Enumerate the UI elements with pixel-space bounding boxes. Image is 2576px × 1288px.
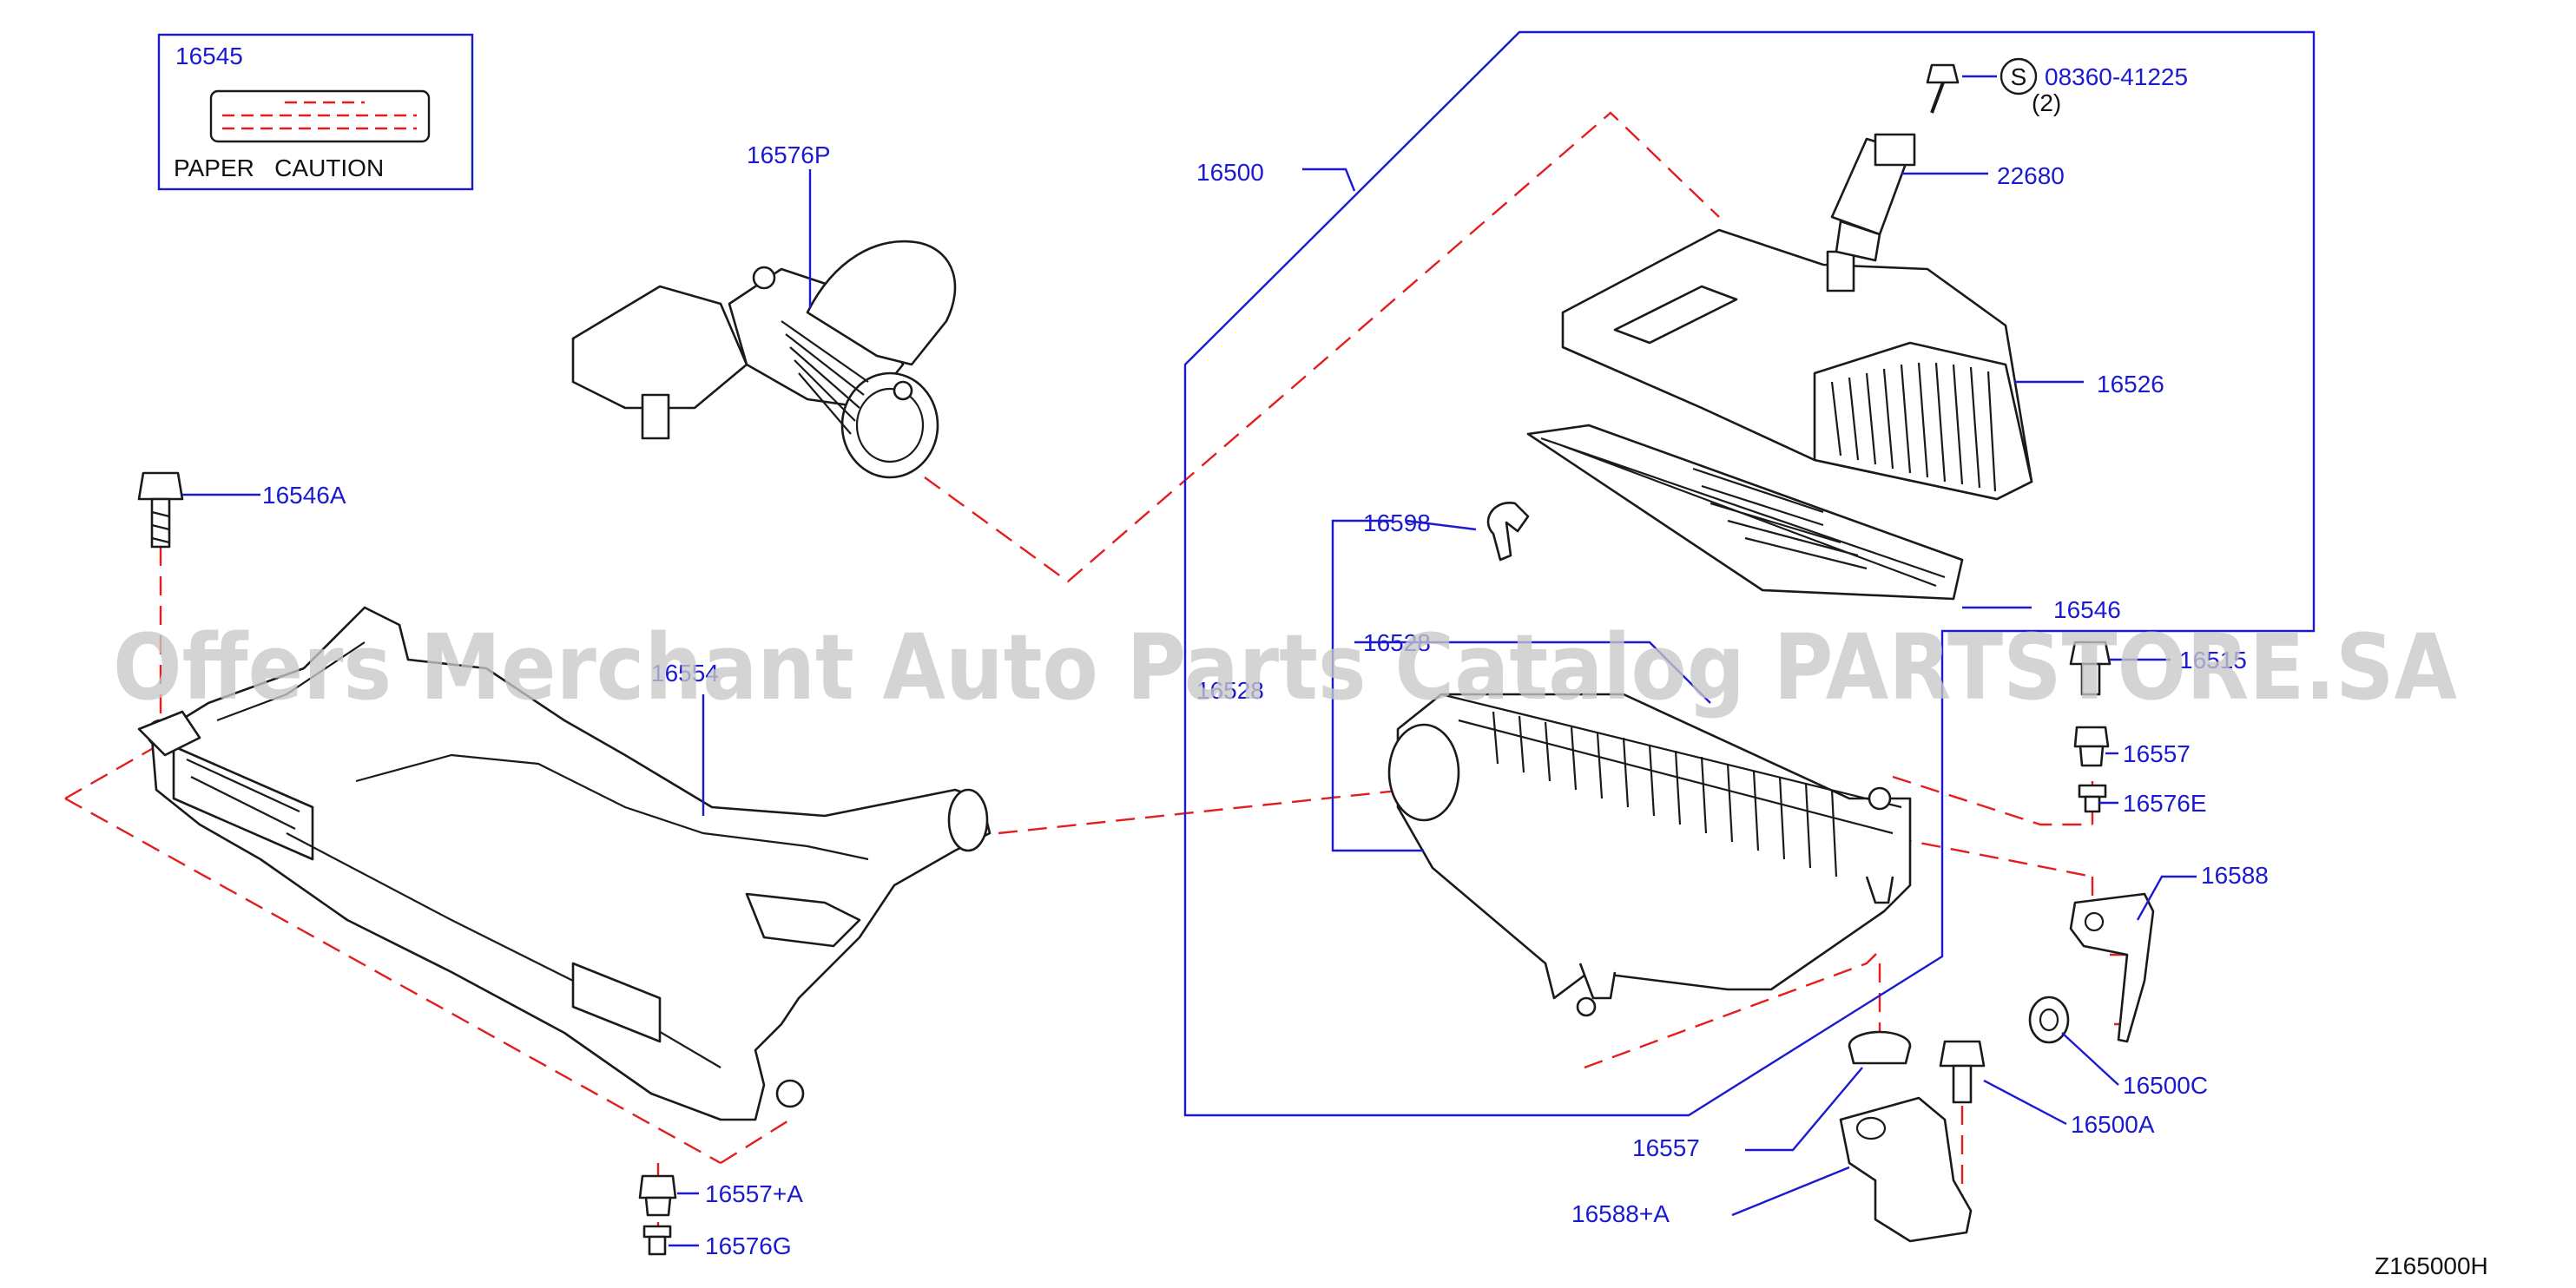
assembly-16500-frame: [1183, 30, 2316, 1117]
label-22680: 22680: [1997, 162, 2065, 189]
paper-caution-legend: 16545 PAPER CAUTION: [157, 33, 474, 191]
bolt-16546A: [137, 471, 184, 549]
grommet-16557A: [638, 1174, 677, 1217]
label-16500C: 16500C: [2123, 1072, 2208, 1099]
label-16588A: 16588+A: [1571, 1200, 1670, 1227]
bracket-16588: [2069, 892, 2155, 1043]
watermark: Offers Merchant Auto Parts Catalog PARTS…: [113, 614, 2457, 720]
label-08360-qty: (2): [2032, 89, 2061, 116]
part-labels: 16576P 16500 08360-41225 (2) 22680 16526…: [262, 63, 2488, 1279]
grommet-16557-right: [2073, 726, 2110, 767]
assembly-dashed-lines: [64, 111, 2129, 1232]
label-16546A: 16546A: [262, 482, 346, 509]
label-16545: 16545: [175, 43, 243, 69]
label-16588: 16588: [2201, 862, 2269, 889]
label-16526: 16526: [2097, 371, 2164, 398]
collar-16576G: [642, 1225, 672, 1256]
s-standard-part-symbol: S: [2000, 57, 2038, 95]
label-16598: 16598: [1363, 509, 1431, 536]
filter-element-16546: [1526, 424, 1964, 601]
label-16576G: 16576G: [705, 1232, 792, 1259]
label-16576P: 16576P: [747, 141, 831, 168]
bolt-16500A: [1939, 1040, 1986, 1104]
label-16557A: 16557+A: [705, 1180, 803, 1207]
label-16500A: 16500A: [2071, 1111, 2155, 1138]
label-16500: 16500: [1196, 159, 1264, 186]
air-flow-sensor-22680: [1830, 133, 1916, 262]
bracket-16588A: [1839, 1096, 1973, 1243]
label-16528-side: 16528: [1196, 677, 1264, 704]
diagram-code: Z165000H: [2375, 1252, 2488, 1279]
label-08360-41225: 08360-41225: [2045, 63, 2188, 90]
s-symbol-letter: S: [2011, 63, 2027, 90]
bolt-16515: [2069, 641, 2112, 696]
grommet-16557-bottom: [1848, 1030, 1912, 1065]
label-16557-right: 16557: [2123, 740, 2191, 767]
air-duct-16576P: [571, 240, 957, 479]
air-cleaner-cover-16526: [1561, 228, 2033, 501]
collar-16576E: [2078, 784, 2107, 813]
label-16554: 16554: [651, 660, 719, 687]
paper-caution-text: PAPER CAUTION: [174, 154, 384, 181]
label-16546: 16546: [2053, 596, 2121, 623]
label-16557-bottom: 16557: [1632, 1134, 1700, 1161]
label-16576E: 16576E: [2123, 790, 2207, 817]
nut-16500C: [2028, 996, 2070, 1044]
leader-lines: [182, 75, 2197, 1247]
clip-16598: [1486, 502, 1530, 562]
air-duct-16554: [137, 606, 992, 1121]
air-cleaner-body-16528: [1387, 693, 1912, 1017]
screw-08360-41225: [1926, 63, 1960, 114]
label-16528-top: 16528: [1363, 629, 1431, 656]
label-16515: 16515: [2179, 647, 2247, 674]
